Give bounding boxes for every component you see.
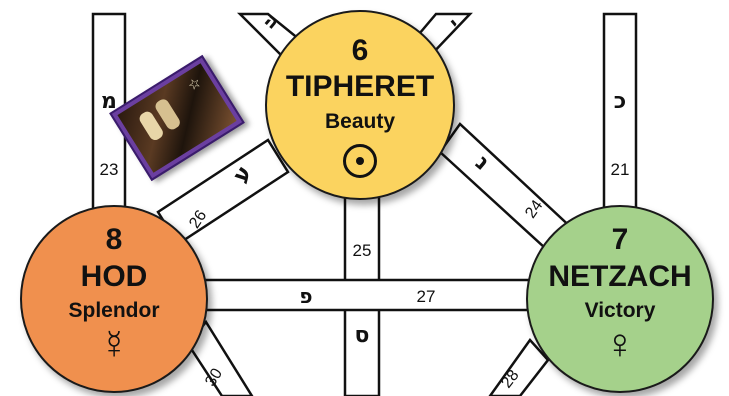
path-25-hebrew-letter: ס bbox=[355, 323, 370, 348]
path-27-hebrew-letter: פ bbox=[299, 284, 312, 308]
path-27-channel bbox=[195, 280, 535, 310]
sephira-number: 8 bbox=[106, 225, 123, 255]
path-23-number: 23 bbox=[100, 160, 119, 179]
mercury-symbol-icon: ☿ bbox=[99, 325, 129, 365]
sephira-name: HOD bbox=[81, 262, 148, 292]
sephira-number: 7 bbox=[612, 225, 629, 255]
sephira-tiphereth: 6 TIPHERET Beauty bbox=[265, 10, 455, 200]
path-21-channel bbox=[604, 14, 636, 228]
path-27-number: 27 bbox=[417, 287, 436, 306]
sephira-meaning: Beauty bbox=[325, 111, 395, 132]
sephira-number: 6 bbox=[352, 36, 369, 66]
sephira-meaning: Splendor bbox=[68, 300, 159, 321]
sephira-hod: 8 HOD Splendor ☿ bbox=[20, 205, 208, 393]
sun-symbol-icon bbox=[343, 144, 377, 178]
path-25-number: 25 bbox=[353, 241, 372, 260]
sephira-meaning: Victory bbox=[585, 300, 656, 321]
venus-symbol-icon: ♀ bbox=[604, 323, 636, 365]
sephira-netzach: 7 NETZACH Victory ♀ bbox=[526, 205, 714, 393]
sephira-name: NETZACH bbox=[548, 262, 691, 292]
path-21-hebrew-letter: כ bbox=[614, 89, 626, 114]
path-21-number: 21 bbox=[611, 160, 630, 179]
sephira-name: TIPHERET bbox=[286, 72, 434, 102]
